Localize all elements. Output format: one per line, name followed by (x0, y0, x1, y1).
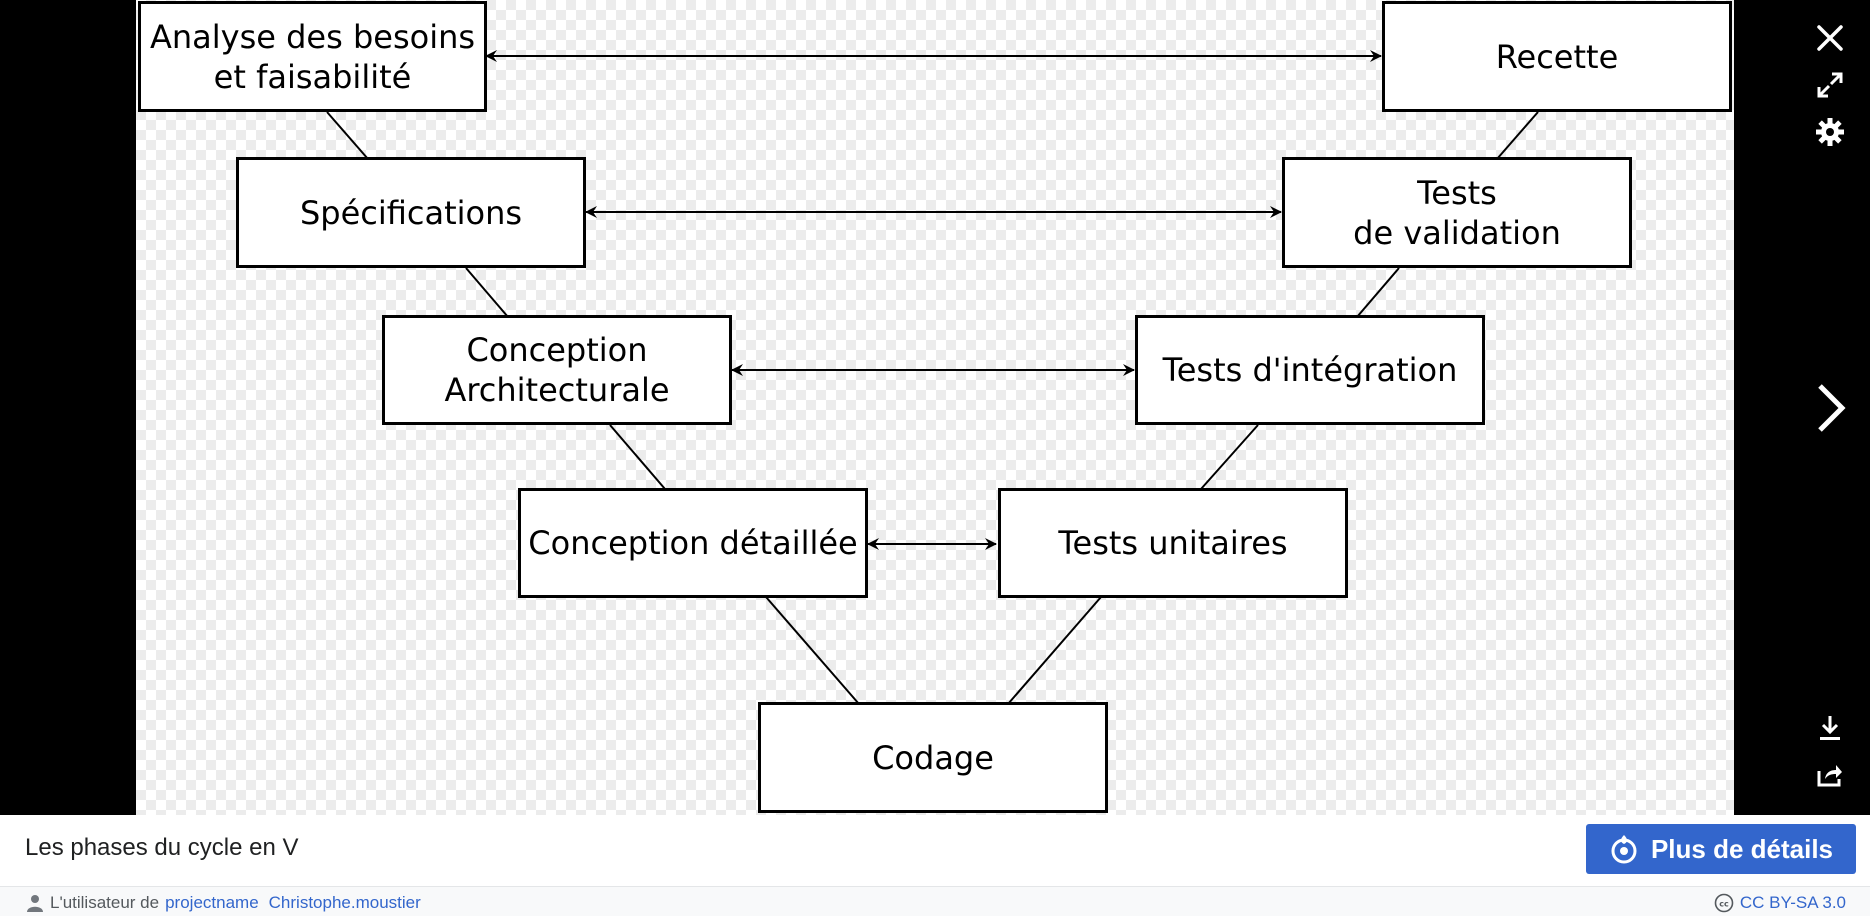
box-analyse-besoins: Analyse des besoins et faisabilité (138, 1, 487, 112)
image-canvas: Analyse des besoins et faisabilité Spéci… (136, 0, 1734, 815)
svg-text:cc: cc (1719, 900, 1729, 909)
connector-line (1356, 267, 1400, 318)
cc-license-icon: cc (1714, 893, 1734, 913)
box-tests-integration: Tests d'intégration (1135, 315, 1485, 425)
share-icon[interactable] (1810, 755, 1850, 795)
close-icon[interactable] (1810, 18, 1850, 58)
box-conception-architecturale: Conception Architecturale (382, 315, 732, 425)
connector-line (465, 267, 509, 318)
author-prefix: L'utilisateur de (50, 893, 160, 912)
download-icon[interactable] (1810, 708, 1850, 748)
connector-line (609, 424, 666, 490)
box-tests-unitaires: Tests unitaires (998, 488, 1348, 598)
v-cycle-diagram (326, 50, 1539, 705)
connector-line (1007, 596, 1102, 705)
user-icon (27, 895, 43, 912)
metadata-bar (0, 886, 1870, 916)
box-codage: Codage (758, 702, 1108, 813)
box-conception-detaillee: Conception détaillée (518, 488, 868, 598)
connector-line (326, 111, 369, 160)
connector-line (1200, 424, 1259, 490)
media-viewer-stage: Analyse des besoins et faisabilité Spéci… (136, 0, 1855, 815)
more-details-button[interactable]: Plus de détails (1586, 824, 1856, 874)
connector-line (765, 596, 860, 705)
commons-logo-icon (1611, 835, 1637, 864)
more-details-label: Plus de détails (1650, 833, 1834, 864)
gear-icon[interactable] (1810, 112, 1850, 152)
box-recette: Recette (1382, 1, 1732, 112)
fullscreen-icon[interactable] (1810, 65, 1850, 105)
author-info: L'utilisateur de projectname Christophe.… (26, 893, 421, 913)
box-specifications: Spécifications (236, 157, 586, 268)
image-caption: Les phases du cycle en V (25, 834, 299, 861)
project-link[interactable]: projectname (165, 893, 259, 912)
license-info[interactable]: cc CC BY-SA 3.0 (1714, 893, 1846, 913)
chevron-right-icon[interactable] (1805, 380, 1855, 436)
license-label[interactable]: CC BY-SA 3.0 (1739, 893, 1846, 912)
connector-line (1496, 111, 1539, 160)
box-tests-validation: Tests de validation (1282, 157, 1632, 268)
author-link[interactable]: Christophe.moustier (268, 893, 421, 912)
